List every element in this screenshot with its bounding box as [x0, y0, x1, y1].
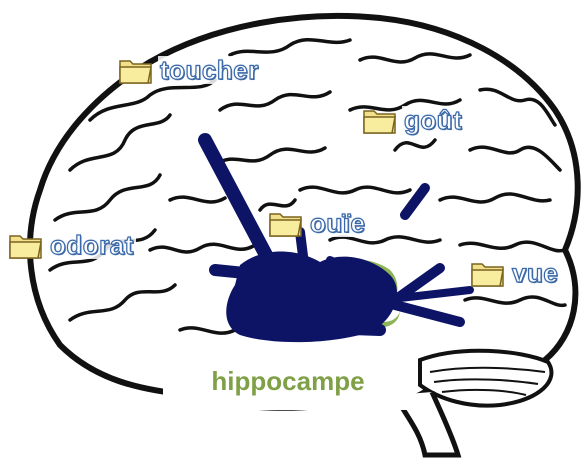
- sense-label-ouie: ouïe: [308, 209, 367, 237]
- folder-icon: [470, 258, 506, 288]
- sense-toucher: toucher: [118, 55, 261, 85]
- folder-icon: [118, 55, 154, 85]
- folder-icon: [268, 208, 304, 238]
- arrow-convergence-blob: [226, 251, 397, 342]
- sense-odorat: odorat: [8, 230, 136, 260]
- sense-label-vue: vue: [510, 259, 560, 287]
- folder-icon: [362, 105, 398, 135]
- sense-ouie: ouïe: [268, 208, 367, 238]
- hippocampe-label: hippocampe: [211, 366, 364, 397]
- sense-gout: goût: [362, 105, 464, 135]
- cerebellum: [420, 351, 551, 406]
- hippocampe-label-box: hippocampe: [163, 352, 413, 410]
- folder-icon: [8, 230, 44, 260]
- sense-label-toucher: toucher: [158, 56, 261, 84]
- sense-label-gout: goût: [402, 106, 464, 134]
- sense-vue: vue: [470, 258, 560, 288]
- sense-label-odorat: odorat: [48, 231, 136, 259]
